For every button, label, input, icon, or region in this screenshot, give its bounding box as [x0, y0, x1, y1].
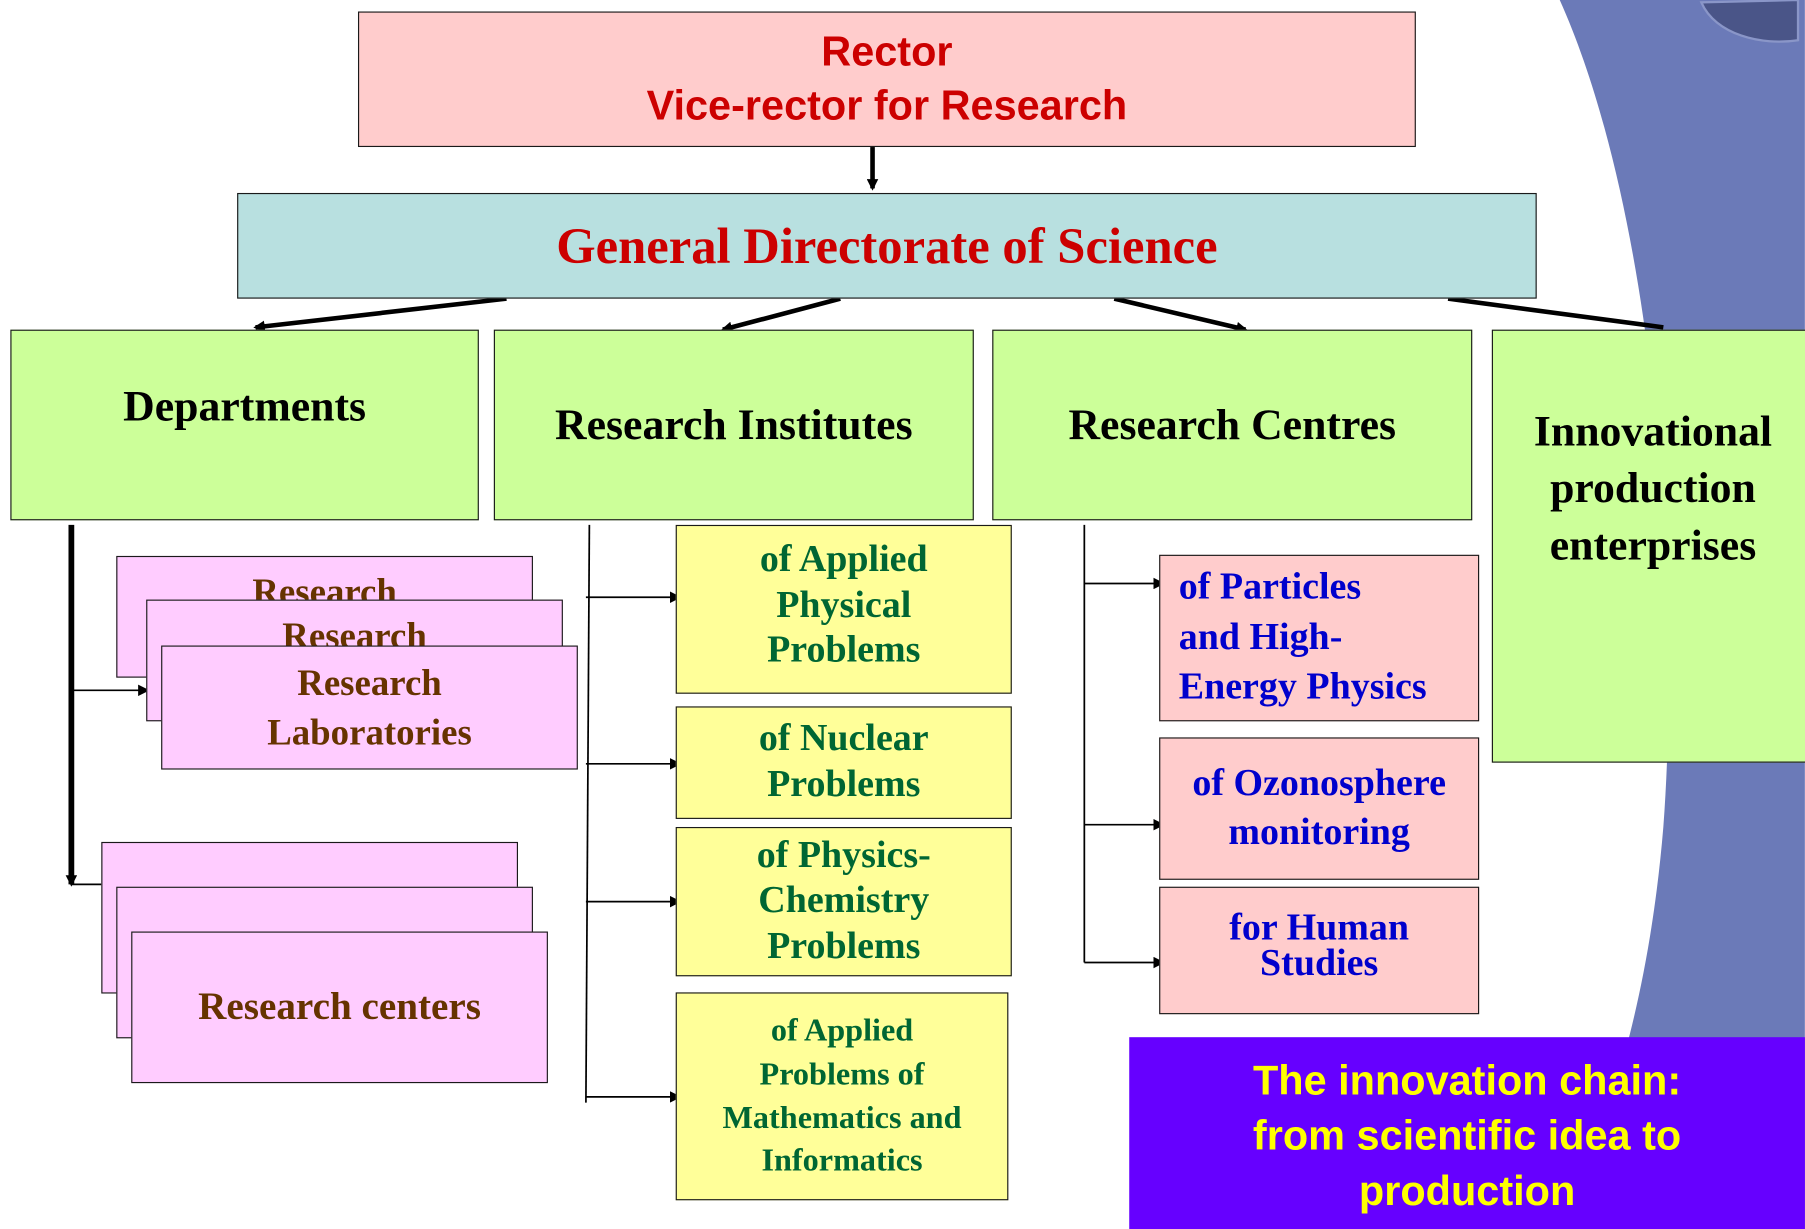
research-centers-box: Research centers — [131, 931, 548, 1084]
institute-4-line2: Problems of — [759, 1056, 925, 1092]
institute-3-line2: Chemistry — [758, 880, 930, 922]
research-centres-box: Research Centres — [992, 329, 1473, 521]
centre-3-line1: for Human — [1229, 907, 1410, 949]
centre-human-studies-box: for Human Studies — [1159, 886, 1480, 1015]
research-laboratories-line1: Research — [297, 661, 442, 703]
innovation-chain-banner: The innovation chain: from scientific id… — [1129, 1037, 1805, 1229]
institute-4-line1: of Applied — [770, 1012, 914, 1049]
banner-line2: from scientific idea to — [1252, 1111, 1682, 1159]
emblem-icon — [1699, 0, 1800, 43]
institute-3-line1: of Physics- — [756, 834, 931, 876]
centre-2-line1: of Ozonosphere — [1192, 762, 1446, 805]
institute-3-line3: Problems — [767, 925, 921, 967]
departments-box: Departments — [10, 329, 479, 521]
research-laboratories-box: Research Laboratories — [161, 645, 578, 770]
institute-4-line3: Mathematics and — [722, 1099, 962, 1136]
centre-ozonosphere-box: of Ozonosphere monitoring — [1159, 737, 1480, 880]
innovational-label-line2: production — [1550, 464, 1756, 513]
centre-3-line2: Studies — [1260, 943, 1379, 985]
institute-applied-physical-box: of Applied Physical Problems — [675, 524, 1012, 694]
research-centres-label: Research Centres — [1068, 400, 1397, 450]
innovational-enterprises-box: Innovational production enterprises — [1491, 329, 1805, 763]
departments-label: Departments — [123, 382, 367, 431]
institute-2-line2: Problems — [767, 763, 921, 806]
rector-box: Rector Vice-rector for Research — [357, 11, 1416, 148]
research-institutes-label: Research Institutes — [555, 400, 913, 450]
institute-4-line4: Informatics — [761, 1143, 923, 1179]
directorate-box: General Directorate of Science — [237, 192, 1537, 299]
directorate-title: General Directorate of Science — [556, 217, 1218, 274]
banner-line3: production — [1358, 1166, 1576, 1214]
institute-math-informatics-box: of Applied Problems of Mathematics and I… — [675, 992, 1009, 1201]
research-centers-label: Research centers — [198, 985, 482, 1028]
centre-1-line3: Energy Physics — [1178, 666, 1427, 708]
innovational-label-line1: Innovational — [1533, 407, 1773, 456]
centre-1-line2: and High- — [1178, 616, 1343, 658]
institute-physics-chemistry-box: of Physics- Chemistry Problems — [675, 826, 1012, 977]
institute-nuclear-box: of Nuclear Problems — [675, 706, 1012, 819]
research-laboratories-line2: Laboratories — [267, 710, 472, 753]
research-institutes-box: Research Institutes — [493, 329, 974, 521]
institute-1-line3: Problems — [767, 629, 921, 671]
institute-2-line1: of Nuclear — [758, 718, 929, 760]
centre-2-line2: monitoring — [1228, 812, 1410, 854]
vice-rector-label: Vice-rector for Research — [646, 81, 1128, 129]
rector-label: Rector — [821, 27, 953, 75]
centre-1-line1: of Particles — [1178, 566, 1362, 608]
innovational-label-line3: enterprises — [1549, 521, 1757, 570]
institute-1-line1: of Applied — [759, 538, 928, 581]
centre-particles-box: of Particles and High- Energy Physics — [1159, 554, 1480, 722]
banner-line1: The innovation chain: — [1252, 1056, 1682, 1104]
institute-1-line2: Physical — [776, 584, 912, 626]
